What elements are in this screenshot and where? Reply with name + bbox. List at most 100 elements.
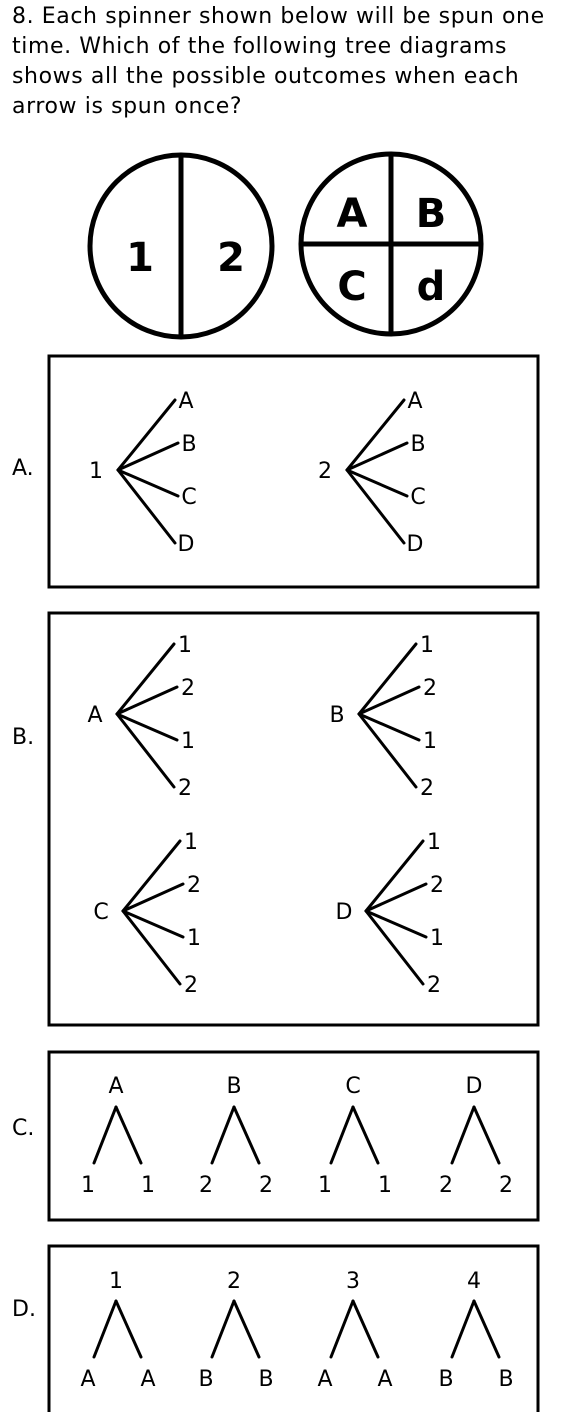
spinner-section-label: B — [416, 191, 447, 237]
spinner-numbers — [87, 152, 275, 340]
tree-branch — [364, 909, 428, 939]
tree-branch — [92, 1105, 118, 1165]
tree-leaf-label: 1 — [81, 1173, 95, 1198]
tree-branch — [115, 642, 176, 716]
tree-branch — [329, 1299, 355, 1359]
tree-branch — [232, 1105, 261, 1165]
tree-root-label: A — [87, 703, 102, 728]
tree-leaf-label: 2 — [430, 873, 444, 898]
tree-leaf-label: 2 — [187, 873, 201, 898]
tree-leaf-label: B — [498, 1367, 513, 1392]
tree-branch — [472, 1299, 501, 1359]
tree-branch — [450, 1105, 476, 1165]
question-line: time. Which of the following tree diagra… — [12, 34, 508, 59]
question-line: 8. Each spinner shown below will be spun… — [12, 4, 545, 29]
tree-branch — [345, 441, 409, 472]
tree-root-label: 3 — [346, 1269, 360, 1294]
tree-leaf-label: B — [198, 1367, 213, 1392]
tree-leaf-label: C — [410, 485, 425, 510]
option-d-box — [47, 1244, 540, 1412]
tree-leaf-label: 1 — [423, 729, 437, 754]
tree-branch — [232, 1299, 261, 1359]
tree-leaf-label: 2 — [178, 776, 192, 801]
tree-leaf-label: 1 — [318, 1173, 332, 1198]
tree-leaf-label: B — [181, 432, 196, 457]
tree-branch — [364, 909, 425, 986]
tree-root-label: C — [345, 1074, 360, 1099]
tree-leaf-label: 1 — [181, 729, 195, 754]
tree-branch — [121, 839, 182, 913]
option-b-box — [47, 611, 540, 1027]
tree-branch — [116, 468, 180, 498]
tree-root-label: 1 — [109, 1269, 123, 1294]
tree-branch — [121, 882, 185, 913]
tree-branch — [92, 1299, 118, 1359]
tree-leaf-label: 1 — [141, 1173, 155, 1198]
tree-leaf-label: 1 — [427, 830, 441, 855]
tree-leaf-label: 2 — [259, 1173, 273, 1198]
option-letter: A. — [12, 456, 34, 481]
tree-branch — [364, 839, 425, 913]
tree-leaf-label: 2 — [439, 1173, 453, 1198]
tree-leaf-label: B — [438, 1367, 453, 1392]
tree-leaf-label: 1 — [184, 830, 198, 855]
tree-leaf-label: 1 — [178, 633, 192, 658]
tree-root-label: C — [93, 900, 108, 925]
tree-branch — [115, 712, 176, 789]
tree-branch — [357, 712, 421, 742]
option-letter: B. — [12, 725, 34, 750]
spinner-section-label: 2 — [217, 235, 245, 281]
spinner-section-label: d — [417, 264, 446, 310]
tree-leaf-label: B — [258, 1367, 273, 1392]
tree-branch — [116, 441, 180, 472]
tree-branch — [345, 468, 409, 498]
tree-leaf-label: 2 — [427, 973, 441, 998]
tree-root-label: 2 — [318, 459, 332, 484]
tree-branch — [364, 882, 428, 913]
tree-leaf-label: C — [181, 485, 196, 510]
tree-root-label: D — [466, 1074, 483, 1099]
question-text: 8. Each spinner shown below will be spun… — [12, 2, 557, 122]
tree-branch — [116, 398, 177, 472]
tree-leaf-label: 2 — [423, 676, 437, 701]
tree-leaf-label: D — [407, 532, 424, 557]
tree-branch — [351, 1299, 380, 1359]
tree-branch — [115, 712, 179, 742]
tree-branch — [450, 1299, 476, 1359]
tree-branch — [121, 909, 185, 939]
tree-leaf-label: 2 — [199, 1173, 213, 1198]
tree-leaf-label: 2 — [420, 776, 434, 801]
tree-branch — [115, 685, 179, 716]
option-letter: D. — [12, 1297, 36, 1322]
option-a-box — [47, 354, 540, 589]
tree-root-label: 4 — [467, 1269, 481, 1294]
tree-leaf-label: 1 — [378, 1173, 392, 1198]
tree-leaf-label: A — [140, 1367, 155, 1392]
tree-leaf-label: 1 — [430, 926, 444, 951]
tree-leaf-label: D — [178, 532, 195, 557]
tree-leaf-label: A — [178, 389, 193, 414]
tree-branch — [357, 685, 421, 716]
tree-root-label: 2 — [227, 1269, 241, 1294]
option-letter: C. — [12, 1116, 34, 1141]
tree-leaf-label: A — [407, 389, 422, 414]
tree-branch — [116, 468, 177, 545]
tree-leaf-label: 2 — [499, 1173, 513, 1198]
question-line: arrow is spun once? — [12, 94, 243, 119]
tree-leaf-label: B — [410, 432, 425, 457]
spinner-letters — [298, 151, 484, 337]
tree-root-label: 1 — [89, 459, 103, 484]
tree-leaf-label: 1 — [420, 633, 434, 658]
tree-root-label: A — [108, 1074, 123, 1099]
tree-branch — [351, 1105, 380, 1165]
tree-leaf-label: A — [317, 1367, 332, 1392]
tree-root-label: B — [226, 1074, 241, 1099]
tree-branch — [114, 1105, 143, 1165]
tree-branch — [114, 1299, 143, 1359]
tree-leaf-label: 1 — [187, 926, 201, 951]
tree-leaf-label: A — [80, 1367, 95, 1392]
spinner-section-label: C — [337, 264, 366, 310]
question-line: shows all the possible outcomes when eac… — [12, 64, 520, 89]
tree-branch — [210, 1105, 236, 1165]
